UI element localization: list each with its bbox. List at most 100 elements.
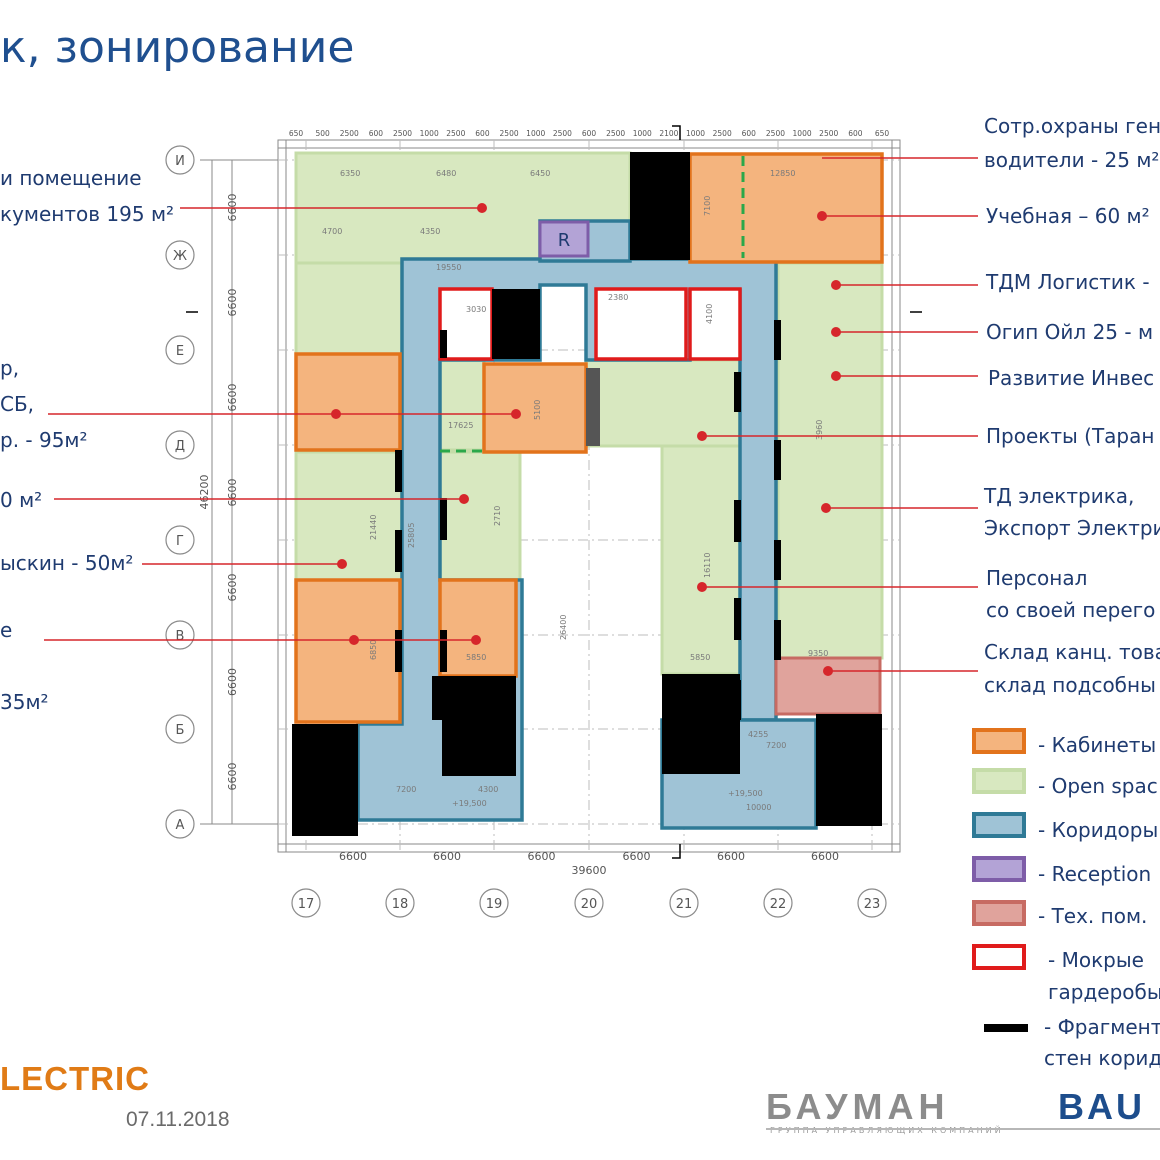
row-axis-6: Б <box>165 714 195 744</box>
svg-text:3030: 3030 <box>466 305 486 314</box>
row-axis-2: Е <box>165 335 195 365</box>
top-dim-15: 1000 <box>686 129 705 138</box>
column-axis-22: 22 <box>763 888 793 918</box>
leader-lines <box>44 157 978 672</box>
svg-text:6480: 6480 <box>436 169 456 178</box>
legend-label-walls-2: стен корид <box>1044 1046 1160 1070</box>
svg-text:Д: Д <box>175 439 185 454</box>
svg-text:А: А <box>176 818 185 833</box>
label-left-8: е <box>0 618 13 642</box>
svg-text:20: 20 <box>581 897 598 912</box>
svg-text:Б: Б <box>176 723 185 738</box>
label-archive-area: кументов 195 м² <box>0 202 175 226</box>
section-markers <box>186 125 922 859</box>
svg-text:5100: 5100 <box>533 400 542 420</box>
svg-text:7100: 7100 <box>703 196 712 216</box>
top-dim-1: 500 <box>315 129 330 138</box>
column-axis-18: 18 <box>385 888 415 918</box>
svg-text:+19,500: +19,500 <box>728 789 763 798</box>
svg-text:И: И <box>175 154 185 169</box>
core-top <box>630 152 690 260</box>
top-dim-8: 2500 <box>500 129 519 138</box>
legend-swatch-wet <box>972 944 1026 970</box>
shaft-dark <box>586 368 600 446</box>
top-dim-22: 650 <box>875 129 890 138</box>
top-dim-20: 2500 <box>819 129 838 138</box>
open-space-right <box>776 261 884 660</box>
svg-text:25805: 25805 <box>407 523 416 548</box>
label-personnel: Персонал <box>986 566 1088 590</box>
label-drivers: водители - 25 м² <box>984 148 1160 172</box>
column-axis-17: 17 <box>291 888 321 918</box>
svg-text:9350: 9350 <box>808 649 828 658</box>
svg-text:17: 17 <box>298 897 315 912</box>
wet-room-3 <box>688 287 742 361</box>
top-dim-21: 600 <box>848 129 863 138</box>
top-dim-14: 2100 <box>659 129 678 138</box>
wet-room-2 <box>594 287 688 361</box>
core-lower-left <box>442 676 516 776</box>
top-dim-0: 650 <box>289 129 304 138</box>
svg-text:22: 22 <box>770 897 787 912</box>
left-span-2: 6600 <box>226 384 239 412</box>
top-dim-19: 1000 <box>793 129 812 138</box>
logo-divider <box>766 1128 1160 1130</box>
label-archive-room: и помещение <box>0 166 142 190</box>
label-left-5: р. - 95м² <box>0 428 88 452</box>
top-dim-16: 2500 <box>713 129 732 138</box>
legend-label-reception: - Reception <box>1038 862 1152 886</box>
legend-label-cabinets: - Кабинеты <box>1038 733 1157 757</box>
open-space-left-upper <box>294 261 404 357</box>
svg-text:26400: 26400 <box>559 615 568 640</box>
row-axis-0: И <box>165 145 195 175</box>
left-span-3: 6600 <box>226 479 239 507</box>
bottom-span-0: 6600 <box>339 850 367 863</box>
page-title: к, зонирование <box>0 22 355 73</box>
legend-label-walls: - Фрагмент <box>1044 1015 1160 1039</box>
svg-text:12850: 12850 <box>770 169 795 178</box>
label-projects: Проекты (Таран <box>986 424 1155 448</box>
svg-text:6850: 6850 <box>369 640 378 660</box>
label-utility-storage: склад подсобны <box>984 673 1156 697</box>
bottom-span-1: 6600 <box>433 850 461 863</box>
legend-label-tech: - Тех. пом. <box>1038 904 1148 928</box>
legend-swatch-open-space <box>972 768 1026 794</box>
zones-wet <box>438 287 742 361</box>
legend-label-wet: - Мокрые <box>1048 948 1144 972</box>
bottom-span-2: 6600 <box>528 850 556 863</box>
svg-text:7200: 7200 <box>396 785 416 794</box>
svg-text:2380: 2380 <box>608 293 628 302</box>
svg-text:6350: 6350 <box>340 169 360 178</box>
label-personnel-meeting: со своей перего <box>986 598 1156 622</box>
label-security-staff: Сотр.охраны ген <box>984 114 1160 138</box>
svg-text:21440: 21440 <box>369 515 378 540</box>
svg-text:4300: 4300 <box>478 785 498 794</box>
row-axis-3: Д <box>165 430 195 460</box>
core-upper-left <box>492 289 540 359</box>
core-bottom-left <box>292 724 358 836</box>
wet-room-1 <box>438 287 494 361</box>
label-export-electric: Экспорт Электри <box>984 516 1160 540</box>
open-boundaries <box>440 156 745 453</box>
label-stationery-storage: Склад канц. това <box>984 640 1160 664</box>
svg-text:10000: 10000 <box>746 803 771 812</box>
legend-label-open-space: - Open spac <box>1038 774 1158 798</box>
svg-text:17625: 17625 <box>448 421 473 430</box>
room-dimensions: 3030 2380 19550 17625 6350 6480 6450 128… <box>322 169 828 812</box>
legend-swatch-cabinets <box>972 728 1026 754</box>
label-left-4: СБ, <box>0 392 35 416</box>
label-tdm-logistics: ТДМ Логистик - <box>986 270 1150 294</box>
svg-text:+19,500: +19,500 <box>452 799 487 808</box>
cabinet-left-lower <box>294 578 402 724</box>
cabinet-training <box>688 152 884 264</box>
top-dim-4: 2500 <box>393 129 412 138</box>
brand-logo: LECTRIC <box>0 1060 150 1097</box>
row-axis-7: А <box>165 809 195 839</box>
svg-text:21: 21 <box>676 897 693 912</box>
open-space-center-top <box>584 358 742 448</box>
top-dim-3: 600 <box>369 129 384 138</box>
top-dim-13: 1000 <box>633 129 652 138</box>
svg-text:Ж: Ж <box>173 249 187 264</box>
